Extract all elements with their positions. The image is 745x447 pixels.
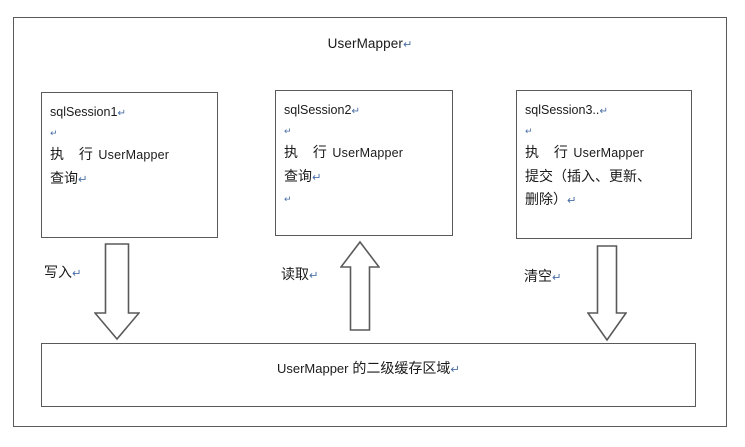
arrow-label-write-text: 写入	[44, 264, 72, 280]
session-name-label: sqlSession1↵	[50, 102, 209, 124]
pilcrow-icon: ↵	[351, 106, 360, 117]
session-action-cjk: 执 行	[50, 146, 99, 162]
pilcrow-icon: ↵	[78, 174, 88, 186]
cache-region-label: UserMapper 的二级缓存区域↵	[41, 358, 696, 381]
session-name-text: sqlSession2	[284, 103, 352, 117]
session-action-line1: 执 行UserMapper	[525, 141, 683, 165]
arrow-label-read: 读取↵	[281, 264, 319, 286]
pilcrow-icon: ↵	[525, 126, 533, 136]
page-title: UserMapper↵	[13, 34, 727, 55]
pilcrow-icon: ↵	[117, 108, 126, 119]
arrow-down-clear-icon	[587, 245, 627, 342]
session-action-latin: UserMapper	[332, 146, 404, 160]
session-box-sqlsession3[interactable]: sqlSession3..↵ ↵ 执 行UserMapper 提交（插入、更新、…	[516, 90, 692, 239]
session-blank-line: ↵	[50, 124, 209, 143]
pilcrow-icon: ↵	[567, 195, 577, 207]
session-box-sqlsession2[interactable]: sqlSession2↵ ↵ 执 行UserMapper 查询↵ ↵	[275, 90, 453, 236]
session-blank-line: ↵	[525, 122, 683, 141]
session-action-line2: 提交（插入、更新、	[525, 165, 683, 188]
session-name-text: sqlSession3..	[525, 103, 600, 117]
pilcrow-icon: ↵	[72, 268, 82, 280]
session-action-tail: 查询	[50, 170, 78, 186]
pilcrow-icon: ↵	[552, 272, 562, 284]
session-name-label: sqlSession3..↵	[525, 100, 683, 122]
session-action-line1: 执 行UserMapper	[284, 141, 444, 165]
session-action-tail2: 删除）	[525, 191, 567, 207]
pilcrow-icon: ↵	[599, 106, 608, 117]
session-name-label: sqlSession2↵	[284, 100, 444, 122]
arrow-down-write-icon	[94, 243, 140, 341]
session-action-line3: 删除）↵	[525, 188, 683, 213]
cache-label-cjk: 的二级缓存区域	[348, 360, 451, 376]
cache-label-latin: UserMapper	[276, 361, 349, 376]
session-action-cjk: 执 行	[525, 144, 574, 160]
pilcrow-icon: ↵	[312, 172, 322, 184]
arrow-label-clear: 清空↵	[524, 266, 562, 288]
page-title-text: UserMapper	[327, 36, 403, 51]
session-action-line1: 执 行UserMapper	[50, 143, 209, 167]
cache-region-box[interactable]	[41, 343, 696, 407]
session-action-line2: 查询↵	[50, 167, 209, 192]
pilcrow-icon: ↵	[309, 270, 319, 282]
session-action-cjk: 执 行	[284, 144, 333, 160]
session-name-text: sqlSession1	[50, 105, 118, 119]
arrow-label-clear-text: 清空	[524, 268, 552, 284]
session-action-line2: 查询↵	[284, 165, 444, 190]
session-action-tail: 查询	[284, 168, 312, 184]
pilcrow-icon: ↵	[450, 364, 461, 376]
pilcrow-icon: ↵	[50, 128, 58, 138]
arrow-label-read-text: 读取	[281, 266, 309, 282]
pilcrow-icon: ↵	[402, 39, 413, 51]
session-action-tail: 提交（插入、更新、	[525, 168, 651, 184]
session-box-sqlsession1[interactable]: sqlSession1↵ ↵ 执 行UserMapper 查询↵	[41, 92, 218, 238]
session-action-latin: UserMapper	[98, 148, 170, 162]
arrow-label-write: 写入↵	[44, 262, 82, 284]
pilcrow-icon: ↵	[284, 194, 292, 204]
session-trailing-blank-line: ↵	[284, 190, 444, 209]
arrow-up-read-icon	[340, 240, 380, 332]
pilcrow-icon: ↵	[284, 126, 292, 136]
session-blank-line: ↵	[284, 122, 444, 141]
session-action-latin: UserMapper	[573, 146, 645, 160]
